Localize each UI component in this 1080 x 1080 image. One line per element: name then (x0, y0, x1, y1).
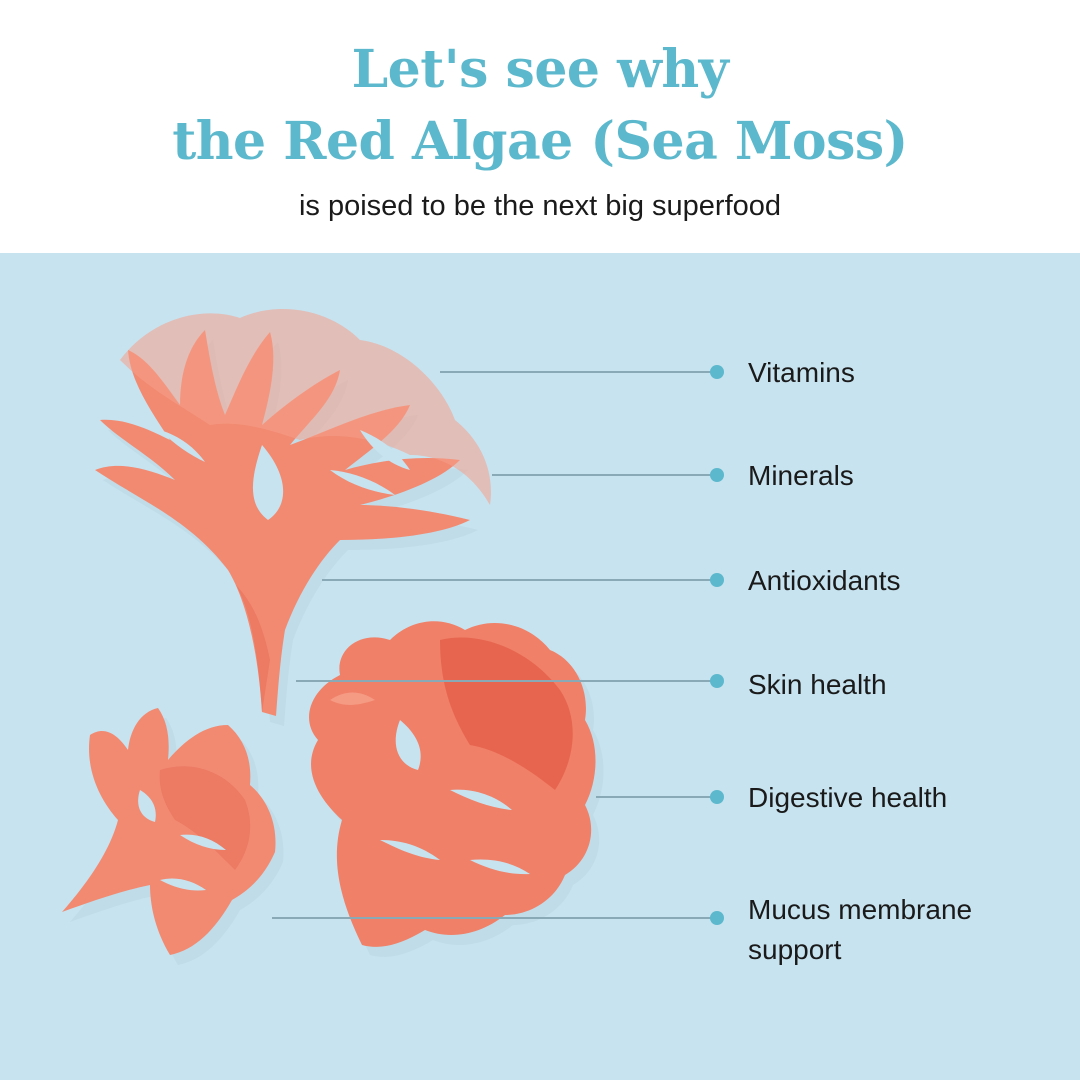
benefit-label-skin-health: Skin health (748, 669, 887, 700)
dot-vitamins (710, 365, 724, 379)
dot-digestive-health (710, 790, 724, 804)
subtitle: is poised to be the next big superfood (298, 190, 782, 222)
dot-mucus-membrane (710, 911, 724, 925)
leader-lines (272, 365, 724, 925)
algae-cluster-right (309, 621, 604, 957)
benefit-label-vitamins: Vitamins (748, 357, 855, 388)
algae-large (95, 309, 491, 726)
dot-antioxidants (710, 573, 724, 587)
benefit-label-digestive-health: Digestive health (748, 782, 948, 813)
title-line-2: the Red Algae (Sea Moss) (172, 111, 908, 172)
algae-cluster-left (62, 708, 284, 965)
dot-skin-health (710, 674, 724, 688)
header: Let's see why the Red Algae (Sea Moss) i… (0, 0, 1080, 253)
title-line-1: Let's see why (351, 39, 729, 100)
benefit-label-mucus-membrane: Mucus membrane support (748, 894, 973, 965)
dot-minerals (710, 468, 724, 482)
benefit-label-minerals: Minerals (748, 460, 854, 491)
benefit-label-antioxidants: Antioxidants (748, 565, 901, 596)
